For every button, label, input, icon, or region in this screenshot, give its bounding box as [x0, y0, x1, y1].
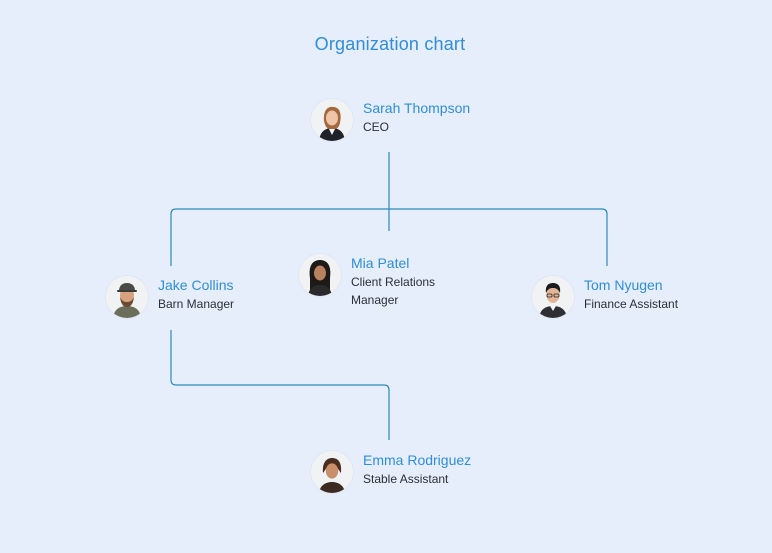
chart-title: Organization chart	[314, 34, 466, 54]
person-role: CEO	[363, 120, 390, 134]
person-name: Tom Nyugen	[584, 277, 663, 293]
person-name: Mia Patel	[351, 255, 410, 271]
person-avatar-icon	[311, 99, 353, 141]
node-ceo[interactable]: Sarah Thompson CEO	[311, 99, 470, 141]
person-role: Barn Manager	[158, 297, 235, 311]
avatar	[106, 276, 148, 318]
person-role: Client Relations Manager	[351, 275, 436, 307]
person-role: Stable Assistant	[363, 472, 449, 486]
person-name: Sarah Thompson	[363, 100, 471, 116]
person-avatar-icon	[532, 276, 574, 318]
person-name: Jake Collins	[158, 277, 234, 293]
connector-jake-emma	[170, 330, 390, 440]
node-jake-collins[interactable]: Jake Collins Barn Manager	[106, 276, 234, 318]
person-name: Emma Rodriguez	[363, 452, 472, 468]
node-mia-patel[interactable]: Mia Patel Client Relations Manager	[299, 254, 461, 309]
person-role: Finance Assistant	[584, 297, 679, 311]
connector-bus-tom	[389, 208, 608, 266]
connector-bus-jake	[170, 208, 389, 266]
person-avatar-icon	[106, 276, 148, 318]
avatar	[299, 254, 341, 296]
person-avatar-icon	[311, 451, 353, 493]
node-emma-rodriguez[interactable]: Emma Rodriguez Stable Assistant	[311, 451, 471, 493]
avatar	[532, 276, 574, 318]
avatar	[311, 451, 353, 493]
node-tom-nyugen[interactable]: Tom Nyugen Finance Assistant	[532, 276, 678, 318]
person-avatar-icon	[299, 254, 341, 296]
avatar	[311, 99, 353, 141]
